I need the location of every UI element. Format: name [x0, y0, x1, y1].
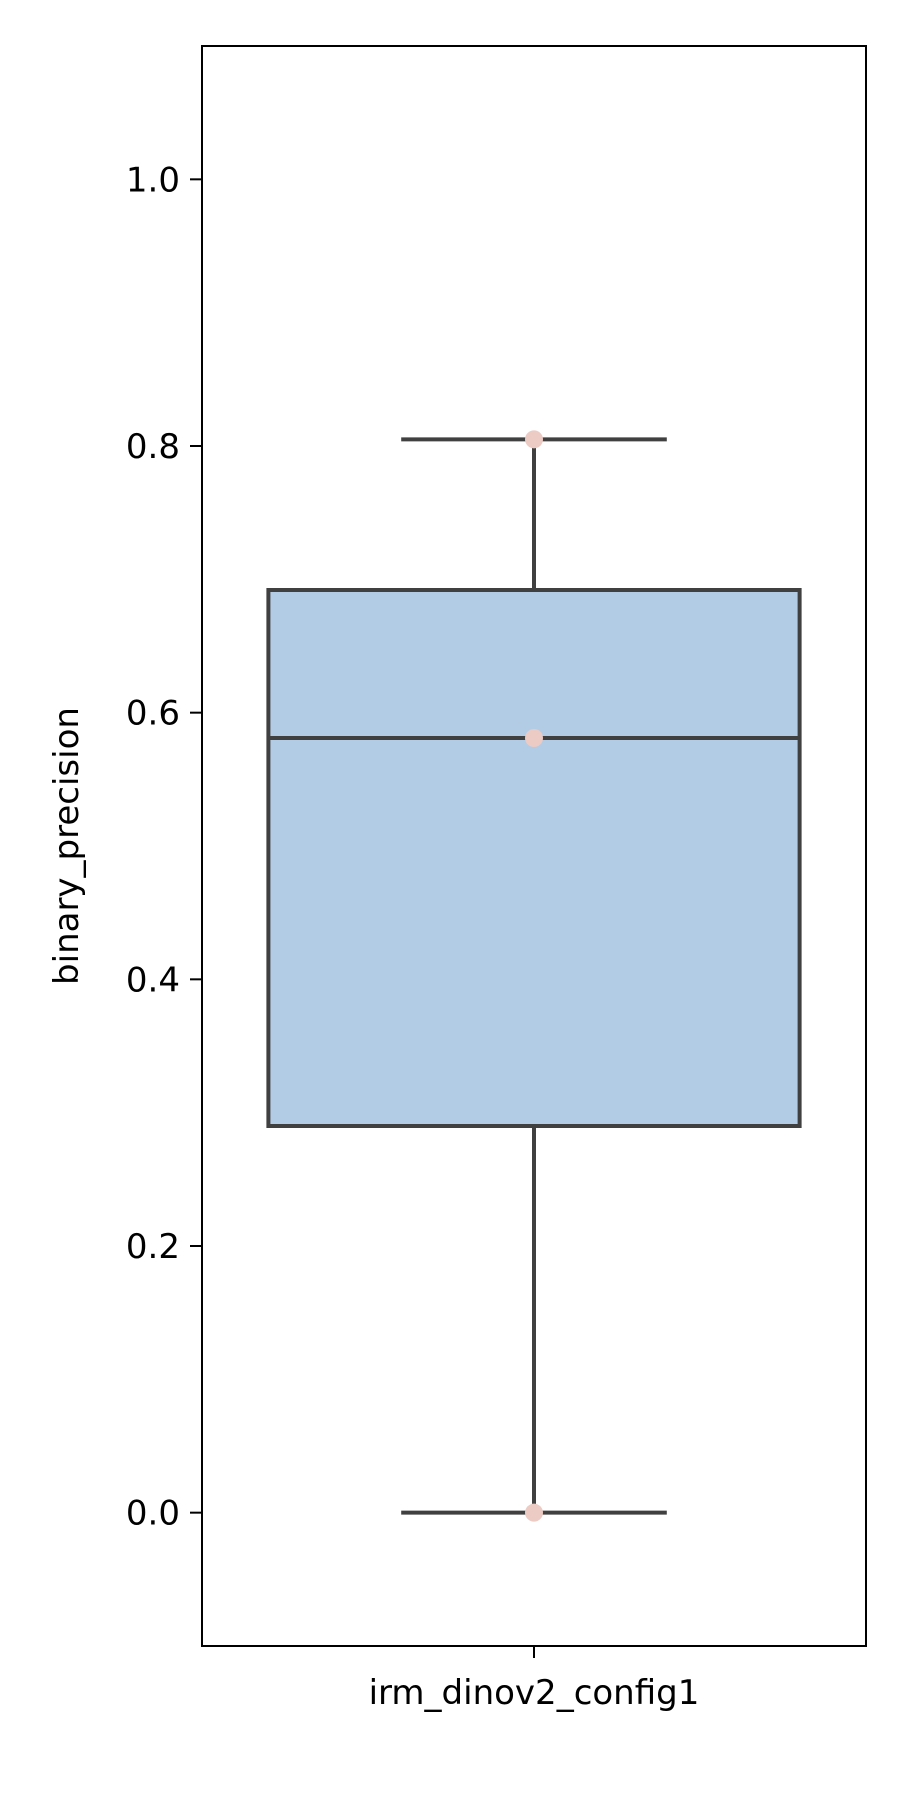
x-axis-ticks: irm_dinov2_config1	[369, 1646, 700, 1713]
y-tick-label: 0.6	[126, 694, 180, 734]
y-axis-label: binary_precision	[47, 707, 87, 985]
data-point	[525, 1503, 543, 1522]
data-point	[525, 729, 543, 747]
plot-area	[266, 430, 802, 1522]
y-tick-label: 0.4	[126, 960, 180, 1000]
y-tick-label: 0.0	[126, 1494, 180, 1534]
y-tick-label: 0.2	[126, 1227, 180, 1267]
y-axis-ticks: 0.0 0.2 0.4 0.6 0.8 1.0	[126, 160, 202, 1534]
iqr-box	[266, 588, 802, 1128]
data-point	[525, 430, 543, 449]
y-tick-label: 0.8	[126, 427, 180, 467]
y-tick-label: 1.0	[126, 160, 180, 200]
x-tick-label: irm_dinov2_config1	[369, 1673, 700, 1713]
